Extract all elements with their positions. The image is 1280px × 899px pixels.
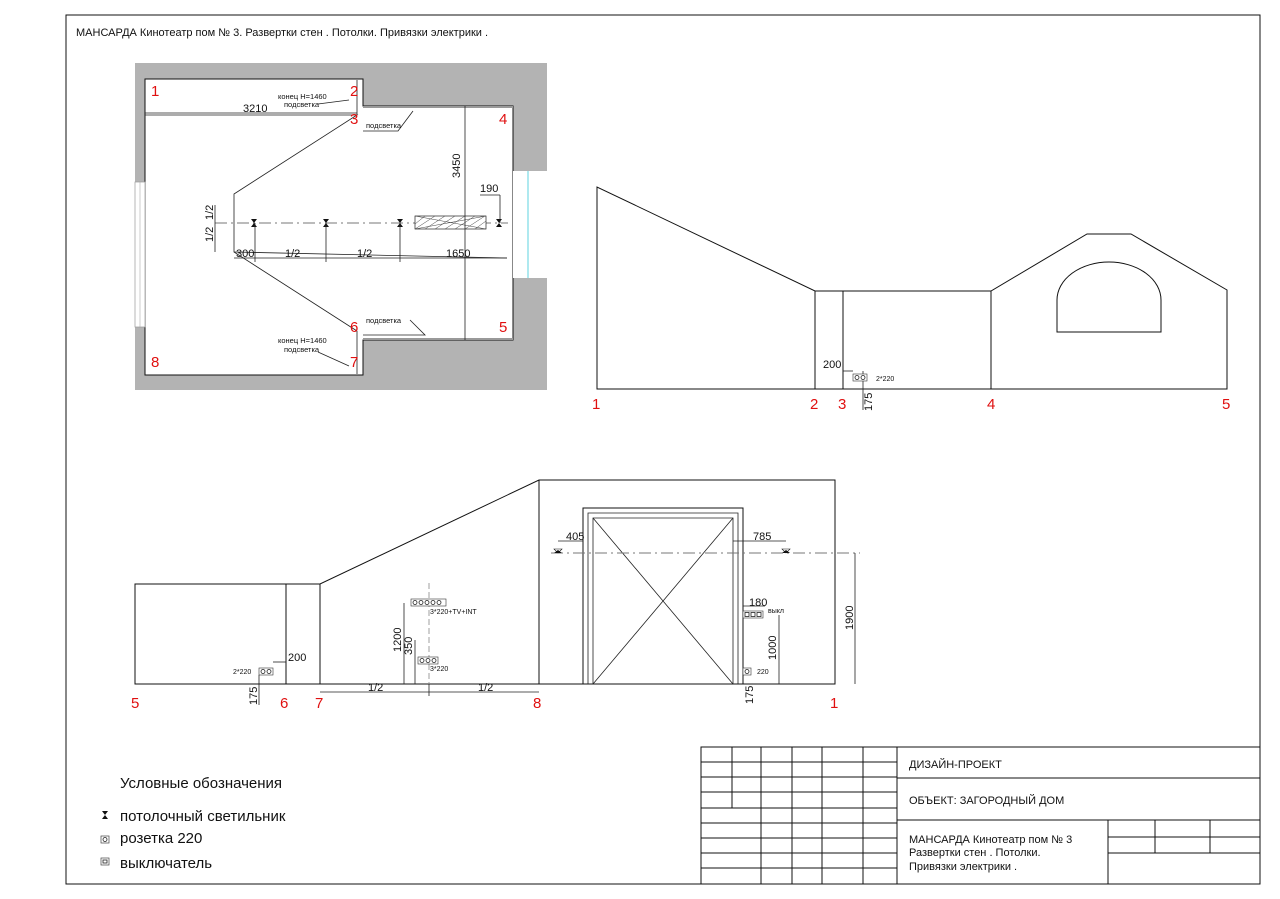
arched-window xyxy=(1056,261,1162,333)
ceiling-light-icon xyxy=(102,811,108,819)
plan-corner-1: 1 xyxy=(151,83,159,100)
plan-corner-4: 4 xyxy=(499,111,507,128)
e1-corner-1: 1 xyxy=(592,396,600,413)
plan-corner-8: 8 xyxy=(151,354,159,371)
e2-dim-half-b: 1/2 xyxy=(478,682,493,694)
dim-half-a: 1/2 xyxy=(204,227,216,242)
plan-corner-3: 3 xyxy=(350,111,358,128)
elevation-2-outline xyxy=(134,479,836,685)
ceiling-slope-outline xyxy=(145,114,359,332)
socket-triple xyxy=(417,656,439,665)
e2-socket1-label: 220 xyxy=(757,669,769,676)
title-object: ОБЪЕКТ: ЗАГОРОДНЫЙ ДОМ xyxy=(909,794,1064,807)
switch-icon xyxy=(100,857,110,866)
note-light-3: подсветка xyxy=(366,121,402,130)
sheet-title: МАНСАРДА Кинотеатр пом № 3. Развертки ст… xyxy=(76,27,488,39)
switch-block xyxy=(742,610,764,619)
e1-corner-2: 2 xyxy=(810,396,818,413)
wall-light-right xyxy=(781,548,791,554)
note-end-top: конец H=1460 xyxy=(278,92,327,101)
plan-corner-2: 2 xyxy=(350,83,358,100)
legend-item-switch: выключатель xyxy=(120,855,212,872)
e2-switch-label: выкл xyxy=(768,608,784,615)
e2-corner-8: 8 xyxy=(533,695,541,712)
plan-corner-6: 6 xyxy=(350,319,358,336)
e2-dim-350: 350 xyxy=(403,637,415,655)
note-light-6: подсветка xyxy=(366,316,402,325)
e1-dim-200: 200 xyxy=(823,359,841,371)
dim-half-c: 1/2 xyxy=(285,248,300,260)
socket-double-e2-left xyxy=(258,667,274,676)
legend: Условные обозначения потолочный светильн… xyxy=(100,775,286,872)
e1-dim-175: 175 xyxy=(863,393,875,411)
legend-item-socket: розетка 220 xyxy=(120,830,202,847)
e2-dim-405: 405 xyxy=(566,531,584,543)
title-sheet-line-1: МАНСАРДА Кинотеатр пом № 3 xyxy=(909,834,1072,846)
legend-title: Условные обозначения xyxy=(120,775,282,792)
e1-corner-4: 4 xyxy=(987,396,995,413)
ceiling-plan: 3210 3450 190 1/2 1/2 300 1/2 1/2 1650 к… xyxy=(134,63,547,390)
window-right xyxy=(513,171,547,278)
e2-dim-180: 180 xyxy=(749,597,767,609)
socket-double-e1 xyxy=(852,373,868,382)
sheet-frame xyxy=(65,14,1261,885)
e2-dim-175b: 175 xyxy=(744,686,756,704)
e1-socket-label: 2*220 xyxy=(876,376,894,383)
e2-dim-175a: 175 xyxy=(248,687,260,705)
e2-block-label: 3*220+TV+INT xyxy=(430,609,477,616)
e2-dim-1200: 1200 xyxy=(392,628,404,652)
e2-dim-1000: 1000 xyxy=(767,636,779,660)
title-sheet-line-2: Развертки стен . Потолки. xyxy=(909,847,1041,859)
dim-1650: 1650 xyxy=(446,248,470,260)
door-frame xyxy=(582,507,744,684)
dim-half-b: 1/2 xyxy=(204,205,216,220)
dim-3210: 3210 xyxy=(243,103,267,115)
socket-single xyxy=(742,667,752,676)
dim-half-d: 1/2 xyxy=(357,248,372,260)
e1-corner-3: 3 xyxy=(838,396,846,413)
ceiling-light-1 xyxy=(251,219,257,227)
e2-dim-200: 200 xyxy=(288,652,306,664)
wall-elevation-1-5: 2*220 200 175 1 2 3 4 5 xyxy=(592,186,1230,413)
title-block: ДИЗАЙН-ПРОЕКТ ОБЪЕКТ: ЗАГОРОДНЫЙ ДОМ МАН… xyxy=(700,746,1261,885)
legend-item-light: потолочный светильник xyxy=(120,808,286,825)
note-light-top: подсветка xyxy=(284,100,320,109)
socket-block-tv-int xyxy=(410,598,447,607)
note-light-bottom: подсветка xyxy=(284,345,320,354)
socket-icon xyxy=(100,835,110,844)
e2-dim-785: 785 xyxy=(753,531,771,543)
e2-left-socket-label: 2*220 xyxy=(233,669,251,676)
dim-190: 190 xyxy=(480,183,498,195)
e2-corner-1: 1 xyxy=(830,695,838,712)
title-project: ДИЗАЙН-ПРОЕКТ xyxy=(909,758,1002,771)
e2-corner-5: 5 xyxy=(131,695,139,712)
e2-socket3-label: 3*220 xyxy=(430,666,448,673)
plan-corner-7: 7 xyxy=(350,354,358,371)
wall-elevation-5-1: 405 785 1900 2*220 200 175 3*220+TV+INT … xyxy=(131,479,860,712)
title-sheet-line-3: Привязки электрики . xyxy=(909,861,1017,873)
e1-corner-5: 5 xyxy=(1222,396,1230,413)
e2-dim-half-a: 1/2 xyxy=(368,682,383,694)
plan-corner-5: 5 xyxy=(499,319,507,336)
elevation-1-outline xyxy=(596,186,1228,390)
e2-dim-1900: 1900 xyxy=(844,606,856,630)
e2-corner-7: 7 xyxy=(315,695,323,712)
wall-light-left xyxy=(553,548,563,554)
ceiling-light-4 xyxy=(496,219,502,227)
note-end-bottom: конец H=1460 xyxy=(278,336,327,345)
dim-3450: 3450 xyxy=(451,154,463,178)
e2-corner-6: 6 xyxy=(280,695,288,712)
dim-300: 300 xyxy=(236,248,254,260)
